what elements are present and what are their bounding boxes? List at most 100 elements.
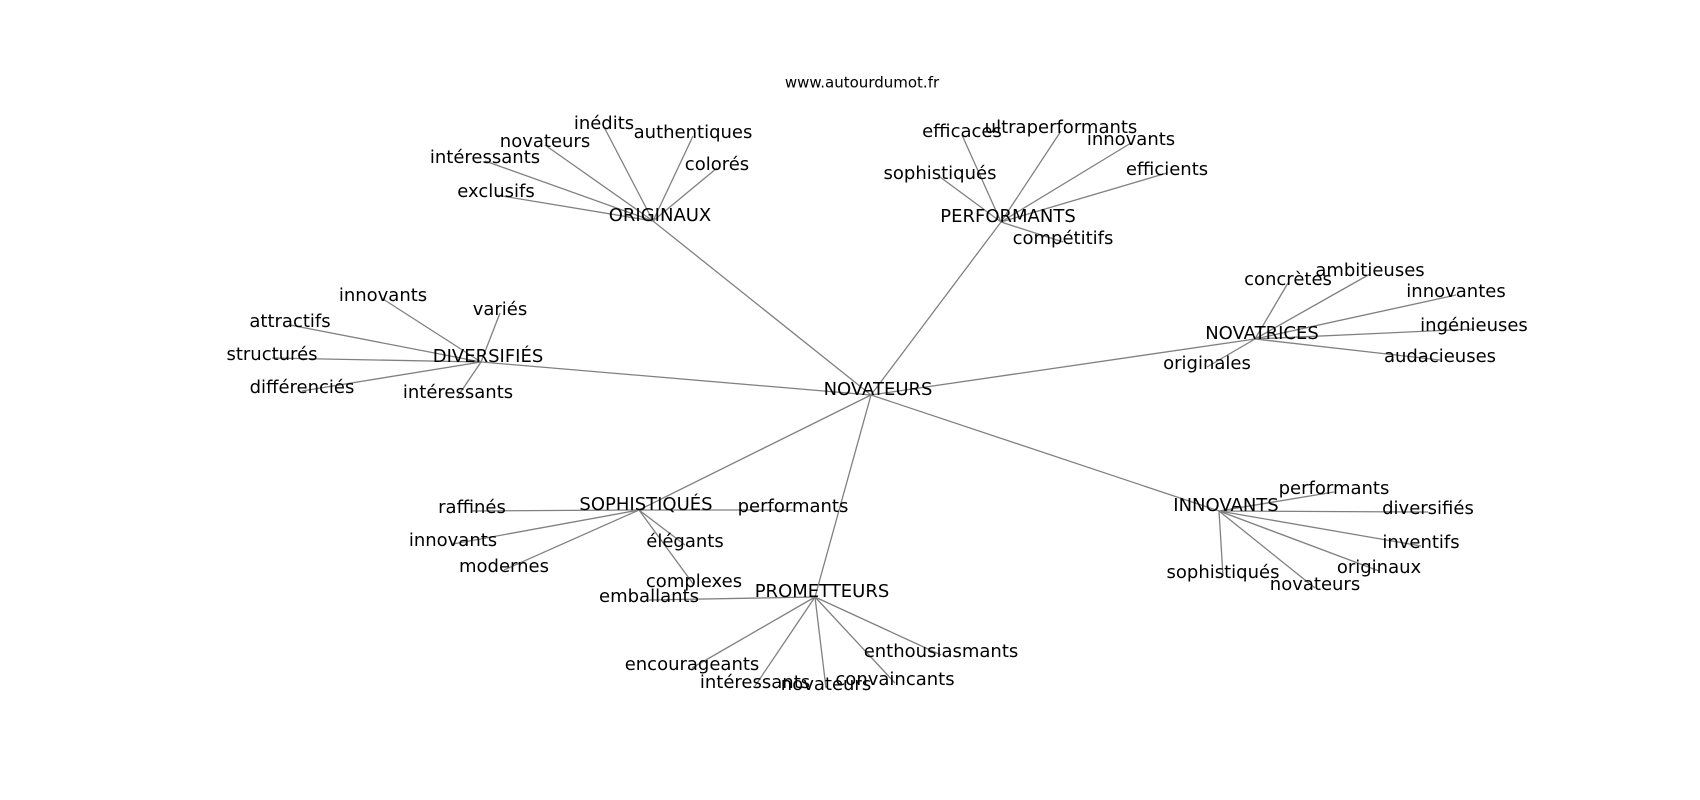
word-node-label: innovantes: [1406, 281, 1505, 302]
edge-cluster-to-word: [484, 160, 654, 222]
cluster-node-label: DIVERSIFIÉS: [433, 345, 544, 367]
word-node-label: raffinés: [438, 497, 506, 518]
edge-cluster-to-word: [457, 361, 482, 397]
word-node-label: intéressants: [430, 147, 540, 168]
word-node-label: originaux: [1337, 557, 1422, 578]
edge-cluster-to-word: [652, 167, 718, 222]
word-node-label: ultraperformants: [985, 117, 1138, 138]
edge-cluster-to-word: [544, 144, 654, 222]
word-node-label: encourageants: [625, 654, 760, 675]
edge-cluster-to-word: [1218, 510, 1316, 589]
edge-cluster-to-word: [652, 135, 694, 222]
edge-cluster-to-word: [495, 194, 654, 222]
graph-edges: [271, 126, 1475, 689]
edge-cluster-to-word: [471, 509, 640, 512]
word-node-label: innovants: [409, 530, 497, 551]
edge-cluster-to-word: [1254, 294, 1457, 340]
edge-cluster-to-word: [814, 596, 896, 684]
word-node-label: efficaces: [922, 121, 1002, 142]
edge-center-to-cluster: [480, 361, 872, 396]
edge-cluster-to-word: [503, 509, 640, 571]
edge-cluster-to-word: [480, 312, 501, 363]
cluster-node-label: INNOVANTS: [1173, 495, 1278, 516]
edge-cluster-to-word: [814, 596, 827, 689]
edge-cluster-to-word: [1000, 172, 1168, 223]
word-node-label: attractifs: [249, 311, 330, 332]
word-node-label: performants: [1279, 478, 1390, 499]
edge-cluster-to-word: [814, 596, 942, 656]
edge-cluster-to-word: [301, 361, 482, 392]
word-node-label: authentiques: [634, 122, 753, 143]
edge-cluster-to-word: [939, 176, 1002, 223]
word-node-label: élégants: [646, 531, 723, 552]
word-node-label: diversifiés: [1382, 498, 1474, 519]
edge-center-to-cluster: [870, 394, 1220, 512]
edge-cluster-to-word: [603, 126, 654, 222]
edge-cluster-to-word: [1254, 273, 1371, 340]
word-node-label: novateurs: [500, 131, 590, 152]
cluster-node-label: ORIGINAUX: [609, 205, 712, 226]
edge-cluster-to-word: [1254, 328, 1475, 340]
source-url: www.autourdumot.fr: [785, 74, 940, 92]
edge-cluster-to-word: [289, 324, 482, 363]
cluster-node-label: PERFORMANTS: [940, 206, 1076, 227]
edge-cluster-to-word: [452, 509, 640, 545]
word-node-label: exclusifs: [457, 181, 535, 202]
center-node-label: NOVATEURS: [824, 379, 933, 400]
edge-cluster-to-word: [638, 509, 695, 586]
edge-cluster-to-word: [1218, 510, 1224, 577]
word-node-label: complexes: [646, 571, 742, 592]
word-node-label: originales: [1163, 353, 1251, 374]
cluster-node-label: SOPHISTIQUÉS: [579, 493, 712, 515]
word-node-label: différenciés: [250, 377, 355, 398]
word-node-label: convaincants: [835, 669, 954, 690]
edge-cluster-to-word: [691, 596, 816, 669]
edge-cluster-to-word: [1218, 510, 1422, 547]
word-node-label: ambitieuses: [1315, 260, 1424, 281]
word-node-label: innovants: [1087, 129, 1175, 150]
word-node-label: inédits: [574, 113, 634, 134]
edge-cluster-to-word: [1000, 130, 1062, 223]
edge-cluster-to-word: [754, 596, 816, 687]
word-node-label: novateurs: [1270, 574, 1360, 595]
edge-cluster-to-word: [1206, 338, 1256, 368]
word-node-label: audacieuses: [1384, 346, 1496, 367]
word-node-label: intéressants: [700, 672, 810, 693]
edge-center-to-cluster: [814, 394, 872, 598]
word-node-label: sophistiqués: [1167, 562, 1280, 583]
edge-cluster-to-word: [1218, 510, 1380, 572]
word-node-label: intéressants: [403, 382, 513, 403]
word-node-label: enthousiasmants: [864, 641, 1019, 662]
word-node-label: efficients: [1126, 159, 1208, 180]
word-node-label: colorés: [685, 154, 749, 175]
edge-cluster-to-word: [648, 596, 816, 601]
edge-center-to-cluster: [652, 220, 872, 396]
edge-cluster-to-word: [1000, 221, 1064, 243]
edge-center-to-cluster: [870, 338, 1256, 396]
word-node-label: ingénieuses: [1420, 315, 1528, 336]
word-node-label: concrètes: [1244, 269, 1332, 290]
cluster-node-label: NOVATRICES: [1205, 323, 1319, 344]
word-node-label: innovants: [339, 285, 427, 306]
edge-cluster-to-word: [961, 134, 1002, 223]
edge-cluster-to-word: [271, 357, 482, 363]
edge-cluster-to-word: [1218, 491, 1335, 512]
edge-cluster-to-word: [382, 298, 482, 363]
word-node-label: compétitifs: [1013, 228, 1114, 249]
word-node-label: modernes: [459, 556, 549, 577]
word-node-label: performants: [738, 496, 849, 517]
word-node-label: variés: [473, 299, 528, 320]
word-node-label: emballants: [599, 586, 699, 607]
word-node-label: sophistiqués: [884, 163, 997, 184]
cluster-node-label: PROMETTEURS: [755, 581, 890, 602]
edge-cluster-to-word: [1218, 510, 1429, 513]
edge-center-to-cluster: [638, 394, 872, 511]
edge-cluster-to-word: [1254, 338, 1441, 361]
graph-labels: www.autourdumot.fr NOVATEURS ORIGINAUX iné…: [226, 74, 1527, 696]
edge-center-to-cluster: [870, 221, 1002, 396]
word-node-label: structurés: [226, 344, 317, 365]
word-node-label: novateurs: [781, 674, 871, 695]
word-node-label: inventifs: [1382, 532, 1459, 553]
edge-cluster-to-word: [1254, 282, 1289, 340]
